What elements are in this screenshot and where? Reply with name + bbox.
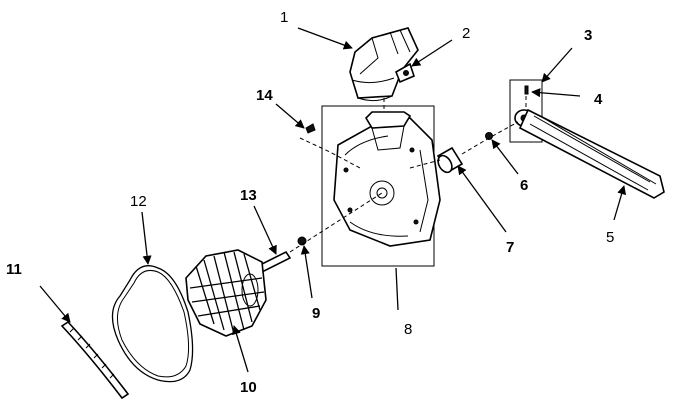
callout-7: 7 — [506, 239, 514, 256]
callout-8: 8 — [404, 321, 412, 338]
part-7-bushing — [436, 146, 464, 174]
part-2-clamp — [394, 62, 415, 84]
part-10-blower-wheel — [185, 249, 267, 337]
part-11-seal-strip — [60, 320, 130, 400]
assembly-lines — [289, 96, 527, 253]
callout-5: 5 — [606, 229, 614, 246]
part-1-elbow-duct — [349, 27, 419, 102]
callout-13: 13 — [240, 187, 257, 204]
callout-12: 12 — [130, 193, 147, 210]
callout-6: 6 — [520, 177, 528, 194]
part-3-bracket-plate — [509, 79, 543, 143]
callout-1: 1 — [280, 9, 288, 26]
callout-9: 9 — [312, 305, 320, 322]
part-12-gasket — [111, 265, 194, 383]
callout-10: 10 — [240, 379, 257, 396]
part-4-pin — [524, 85, 529, 95]
callout-11: 11 — [6, 261, 22, 278]
callout-4: 4 — [594, 91, 603, 108]
callout-14: 14 — [256, 87, 273, 104]
callout-labels: 1 2 3 4 5 6 7 8 9 10 11 12 13 14 — [6, 9, 614, 396]
part-14-screw — [305, 123, 316, 134]
part-8-blower-housing — [321, 105, 441, 267]
callout-2: 2 — [462, 25, 470, 42]
leader-lines — [39, 27, 627, 373]
callout-3: 3 — [584, 27, 592, 44]
part-5-belt-arm — [514, 108, 665, 199]
